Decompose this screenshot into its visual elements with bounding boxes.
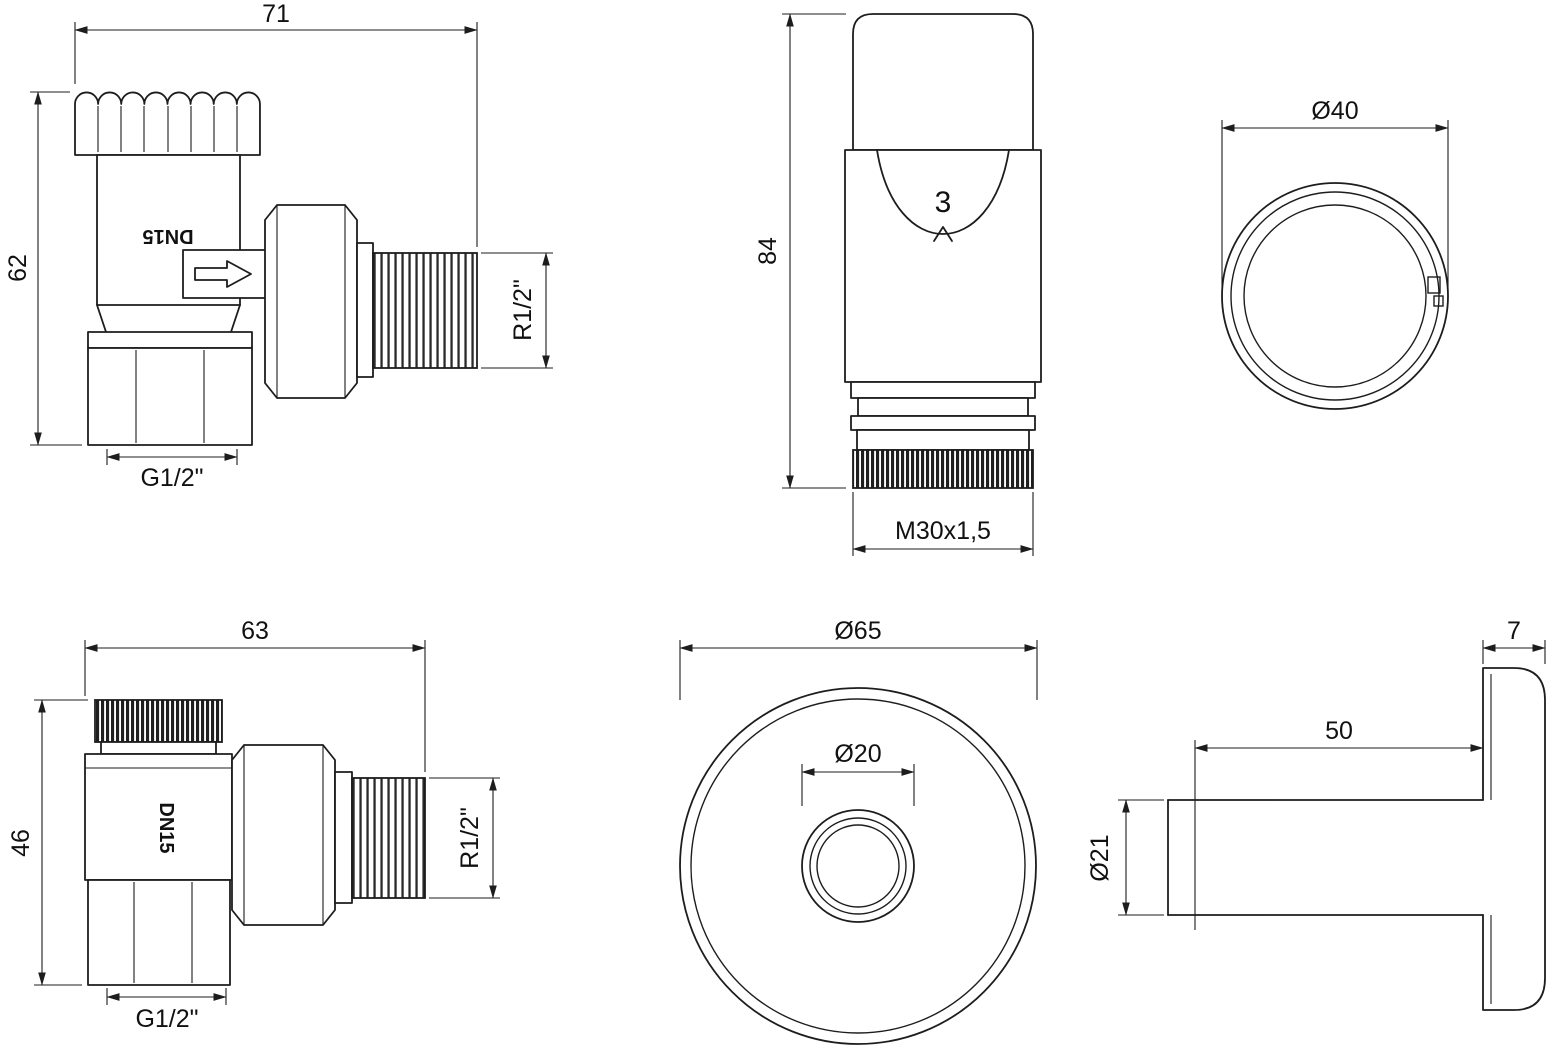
- dim-label-inlet-thread: G1/2": [135, 1005, 198, 1033]
- dim-label-head-height: 84: [754, 237, 782, 265]
- escutcheon-side-profile: [1482, 667, 1546, 1011]
- head-top-clip-detail: [1433, 295, 1444, 307]
- flow-direction-box: [182, 249, 269, 299]
- dim-label-outer-diameter: Ø65: [834, 617, 881, 645]
- dim-label-thickness: 7: [1507, 617, 1521, 645]
- valve-outlet-collar: [334, 771, 353, 904]
- valve-cap-band: [100, 741, 217, 755]
- valve-bottom-nut: [87, 347, 253, 446]
- dim-label-head-diameter: Ø40: [1311, 97, 1358, 125]
- dim-label-outlet-thread: R1/2": [509, 279, 537, 341]
- valve-outlet-collar: [356, 242, 374, 378]
- dim-label-connection-thread: M30x1,5: [895, 517, 991, 545]
- dim-label-hole-diameter: Ø20: [834, 740, 881, 768]
- view-thermostatic-head-front: 3: [844, 13, 1042, 489]
- head-index-mark-icon: [933, 226, 953, 242]
- head-knurled-connection-ring: [852, 449, 1034, 489]
- view-angle-valve-front: DN15: [74, 91, 478, 446]
- head-ring-band-1: [850, 381, 1036, 399]
- head-scale-window-curve: [876, 149, 1010, 235]
- view-thermostatic-head-top: [1221, 182, 1449, 410]
- valve-outlet-thread: [351, 777, 426, 899]
- valve-cap-slot-lines: [97, 106, 238, 152]
- head-top-clip-detail: [1427, 276, 1441, 294]
- escutcheon-rim-circle: [690, 698, 1026, 1034]
- head-grip-body: [844, 149, 1042, 383]
- head-top-outer-circle: [1221, 182, 1449, 410]
- dim-label-width: 63: [241, 617, 269, 645]
- valve-bottom-nut-facets: [135, 350, 205, 443]
- head-top-dimensions: Ø40: [1221, 97, 1449, 288]
- valve-knurled-cap: [94, 699, 223, 743]
- head-ring-band-3: [850, 415, 1036, 431]
- angle-valve-dimensions: 71 62 R1/2" G1/2": [4, 0, 553, 492]
- valve-collar: [87, 331, 253, 349]
- head-top-cap: [852, 13, 1034, 151]
- escutcheon-front-dimensions: Ø65 Ø20: [679, 617, 1038, 806]
- dim-label-pipe-length: 50: [1325, 717, 1353, 745]
- valve-bottom-nut: [87, 879, 231, 986]
- escutcheon-side-dimensions: 7 50 Ø21: [1086, 617, 1546, 930]
- view-escutcheon-front: [679, 687, 1037, 1045]
- flow-direction-arrow-icon: [194, 260, 252, 288]
- valve-union-nut: [231, 744, 336, 926]
- head-ring-band-4: [856, 429, 1030, 451]
- dim-label-outlet-thread: R1/2": [456, 807, 484, 869]
- head-top-inner-circle: [1243, 204, 1427, 388]
- valve-union-nut: [264, 204, 358, 399]
- dim-label-pipe-diameter: Ø21: [1086, 834, 1114, 881]
- view-straight-valve-front: DN15: [84, 699, 426, 986]
- valve-union-nut-facets: [276, 205, 346, 398]
- escutcheon-hole-circle: [809, 817, 907, 915]
- dim-label-width: 71: [262, 0, 290, 28]
- dim-label-height: 62: [4, 254, 32, 282]
- valve-bottom-nut-facets: [133, 882, 193, 983]
- valve-body-taper: [96, 304, 241, 333]
- head-ring-band-2: [857, 397, 1029, 417]
- escutcheon-outer-circle: [679, 687, 1037, 1045]
- thermostatic-head-dimensions: 84 M30x1,5: [754, 13, 1034, 556]
- valve-body-marking: DN15: [155, 802, 177, 853]
- head-setting-number: 3: [935, 186, 952, 219]
- view-escutcheon-side: [1167, 667, 1546, 1011]
- dim-label-inlet-thread: G1/2": [140, 464, 203, 492]
- valve-outlet-thread: [372, 252, 478, 369]
- straight-valve-dimensions: 63 46 R1/2" G1/2": [7, 617, 500, 1033]
- valve-union-nut-facets: [243, 745, 324, 925]
- pipe-cover-tube: [1167, 799, 1484, 916]
- valve-body-marking: DN15: [142, 225, 193, 247]
- escutcheon-hub-circle: [801, 809, 915, 923]
- escutcheon-bore-circle: [816, 824, 900, 908]
- dim-label-height: 46: [7, 829, 35, 857]
